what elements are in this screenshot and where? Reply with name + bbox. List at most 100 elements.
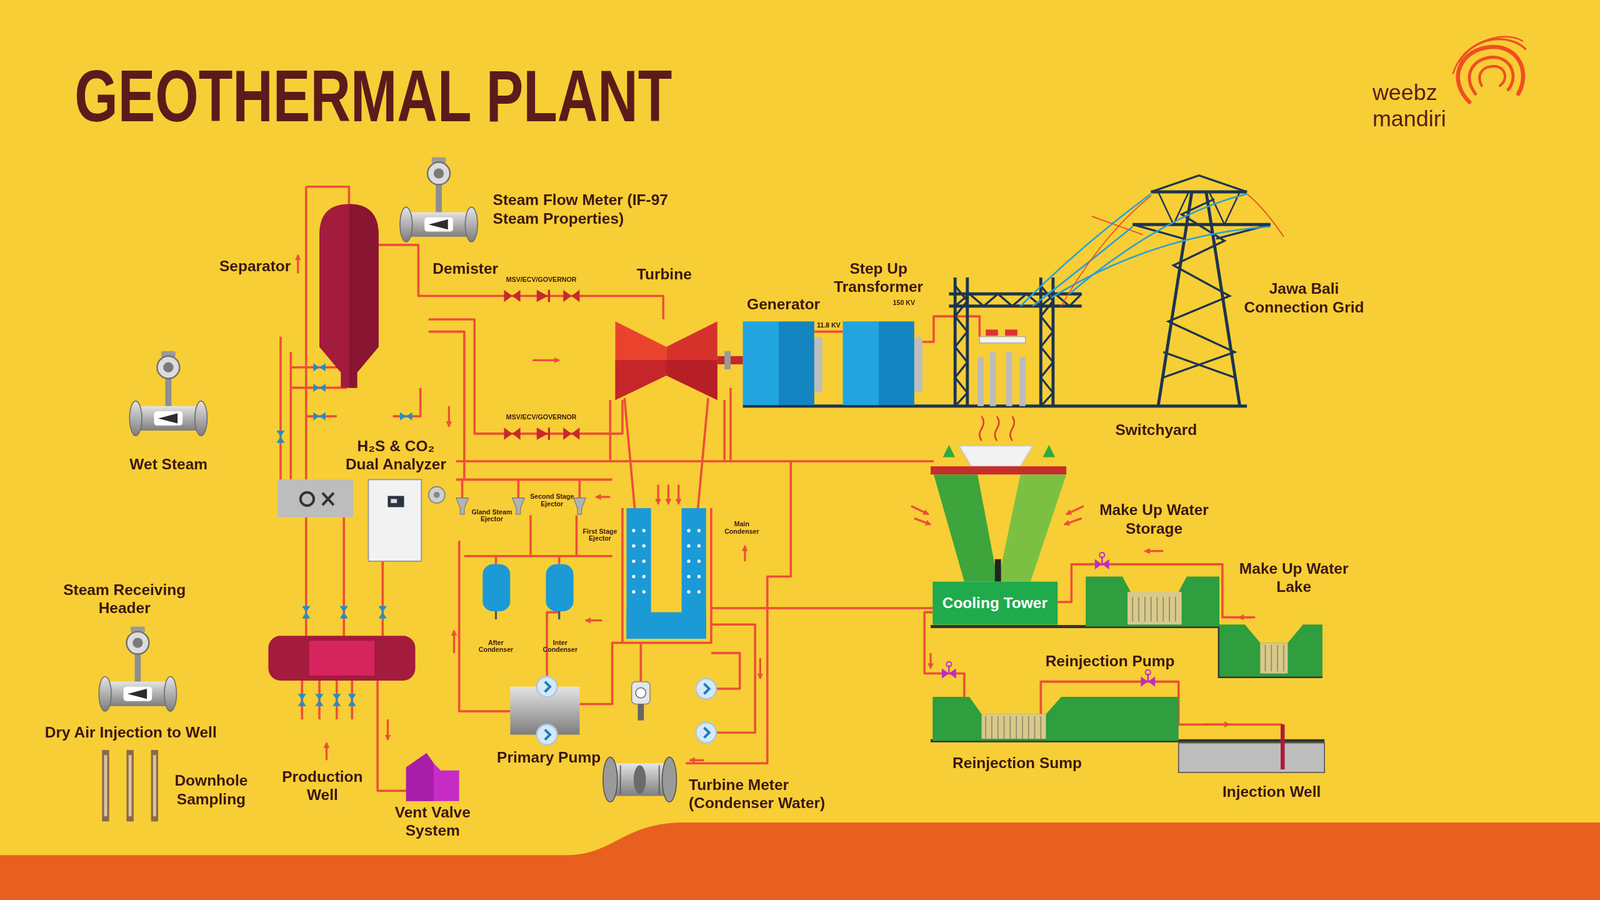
- cooling-tower: [930, 466, 1067, 475]
- switchyard-equipment: [977, 356, 984, 406]
- valves: [504, 290, 521, 303]
- flow-arrows: [386, 719, 389, 740]
- pressure-transmitter: [631, 681, 650, 705]
- turbine-meter: [658, 765, 660, 794]
- water-basins: [1085, 576, 1220, 627]
- machine-end-caps: [914, 336, 923, 394]
- component-label: Primary Pump: [496, 748, 601, 767]
- pipework: [578, 479, 582, 498]
- gas-analyzer: [368, 479, 445, 562]
- component-label: Downhole Sampling: [162, 771, 260, 809]
- pressure-transmitter: [631, 681, 650, 721]
- water-basins: [1127, 591, 1182, 625]
- flow-arrows: [448, 406, 450, 427]
- switchyard-equipment: [985, 329, 999, 336]
- flow-arrows: [667, 485, 670, 505]
- component-label: Switchyard: [1115, 420, 1197, 439]
- pipework: [711, 606, 933, 610]
- condenser: [686, 575, 690, 579]
- switchyard-equipment: [979, 336, 1025, 344]
- pipework: [290, 351, 293, 480]
- site-ground: [930, 626, 1325, 741]
- flow-arrows: [743, 545, 746, 561]
- flow-arrows: [911, 506, 929, 515]
- pipework: [381, 561, 384, 636]
- pipework: [729, 387, 732, 462]
- condenser: [626, 612, 706, 639]
- small-label: Gland Steam Ejector: [467, 508, 517, 524]
- pipework: [459, 540, 511, 712]
- condenser: [631, 590, 635, 594]
- pipework: [456, 478, 613, 482]
- switchyard-equipment: [1019, 356, 1026, 406]
- small-label: 150 KV: [893, 298, 915, 307]
- component-label: Jawa Bali Connection Grid: [1235, 279, 1373, 317]
- flow-meters: [98, 626, 177, 712]
- machine-end-caps: [814, 336, 823, 394]
- cooling-tower: [979, 416, 1015, 441]
- power-lines: [1061, 195, 1152, 306]
- condenser: [697, 590, 701, 594]
- edge-label: 11.8 KV: [815, 321, 842, 329]
- condenser: [631, 528, 635, 532]
- valves: [276, 430, 285, 444]
- condenser: [697, 528, 701, 532]
- valve-station: [277, 479, 354, 517]
- pipework: [461, 479, 464, 498]
- flow-arrows: [759, 658, 762, 679]
- component-label: Separator: [219, 256, 291, 275]
- turbine-meter: [610, 763, 670, 796]
- small-condensers: [558, 611, 560, 620]
- node-label: Step Up Transformer: [827, 259, 930, 297]
- flow-arrows: [1064, 518, 1082, 525]
- downhole-sampling-tubes: [104, 755, 108, 817]
- vent-valve: [406, 753, 460, 802]
- pipework: [378, 245, 664, 320]
- flow-arrows: [585, 619, 602, 622]
- condenser: [642, 590, 646, 594]
- condenser: [631, 528, 701, 594]
- valves: [378, 606, 387, 619]
- flow-arrows: [595, 495, 610, 498]
- pipework: [517, 479, 520, 498]
- small-label: First Stage Ejector: [579, 527, 620, 543]
- injection-well: [1178, 724, 1325, 773]
- pressure-transmitter: [635, 687, 646, 698]
- power-lines: [1091, 216, 1144, 235]
- flow-arrows: [914, 518, 931, 525]
- flow-arrows: [325, 743, 328, 761]
- receiving-header: [268, 635, 415, 681]
- cooling-tower: [998, 474, 1067, 582]
- primary-pump: [695, 678, 717, 700]
- valves: [1140, 670, 1155, 687]
- water-basins: [1260, 643, 1288, 674]
- downhole-sampling-tubes: [101, 750, 109, 822]
- small-condensers: [495, 611, 497, 620]
- gas-analyzer: [428, 486, 445, 504]
- component-label: Dry Air Injection to Well: [45, 723, 217, 742]
- pipework: [624, 398, 635, 509]
- flow-arrows: [1145, 550, 1164, 552]
- flow-arrows: [298, 255, 1252, 760]
- water-basins: [932, 696, 1179, 741]
- component-label: Demister: [432, 259, 499, 278]
- condenser: [631, 559, 635, 563]
- switchyard-equipment: [1006, 351, 1013, 407]
- logo-swirl: [1453, 36, 1523, 74]
- pipework: [558, 556, 561, 565]
- component-label: Make Up Water Lake: [1230, 559, 1358, 597]
- valves: [332, 693, 341, 707]
- pipework: [280, 186, 1283, 792]
- pipework: [393, 387, 421, 417]
- node-label: Generator: [746, 295, 820, 314]
- condenser: [642, 575, 646, 579]
- condenser: [686, 559, 690, 563]
- turbine: [666, 321, 718, 400]
- flow-arrows: [656, 485, 659, 505]
- transmission-tower: [1151, 175, 1247, 192]
- valves: [313, 383, 326, 392]
- transmission-tower: [1132, 175, 1270, 407]
